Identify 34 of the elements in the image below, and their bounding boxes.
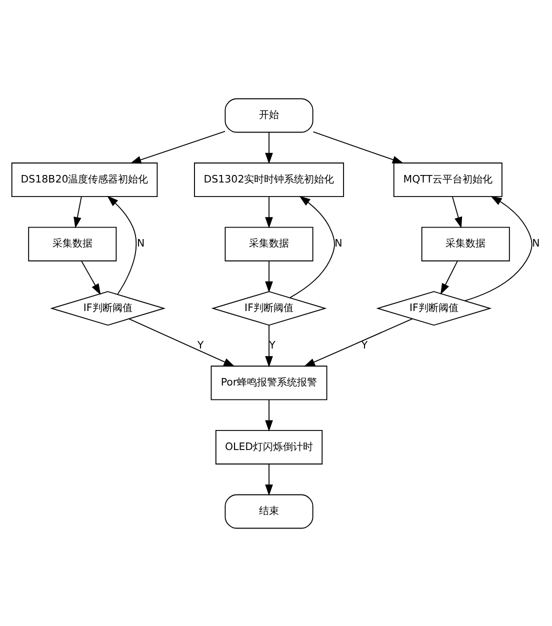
- arrow: [74, 196, 82, 228]
- node-box: Por蜂鸣报警系统报警: [210, 365, 328, 400]
- edge-label: N: [334, 237, 342, 250]
- arrow: [130, 130, 226, 164]
- node-diamond: IF判断阈值: [50, 290, 166, 326]
- arrow: [290, 195, 335, 298]
- arrow: [312, 130, 404, 163]
- node-box: 采集数据: [421, 226, 510, 261]
- arrow: [265, 132, 273, 164]
- node-box: DS1302实时时钟系统初始化: [194, 162, 344, 197]
- arrow: [107, 195, 137, 294]
- node-diamond: IF判断阈值: [376, 290, 492, 326]
- edge-label: N: [532, 237, 540, 250]
- arrow: [265, 463, 273, 496]
- node-box: MQTT云平台初始化: [393, 162, 502, 197]
- arrow: [265, 398, 273, 431]
- node-box: 开始: [224, 98, 314, 132]
- node-box: OLED灯闪烁倒计时: [215, 429, 323, 464]
- edge-label: Y: [197, 338, 204, 351]
- edge-label: N: [137, 237, 145, 250]
- arrow: [464, 195, 532, 301]
- arrow: [265, 196, 273, 228]
- node-box: 采集数据: [28, 226, 117, 261]
- node-box: 结束: [224, 494, 314, 528]
- edge-label: Y: [361, 338, 368, 351]
- node-box: DS18B20温度传感器初始化: [11, 162, 158, 197]
- arrow: [128, 318, 235, 366]
- arrow: [265, 260, 273, 292]
- arrow: [304, 318, 413, 366]
- arrow: [452, 196, 462, 228]
- node-box: 采集数据: [224, 226, 314, 261]
- arrow: [81, 260, 101, 294]
- node-diamond: IF判断阈值: [211, 290, 327, 326]
- arrow: [440, 260, 458, 294]
